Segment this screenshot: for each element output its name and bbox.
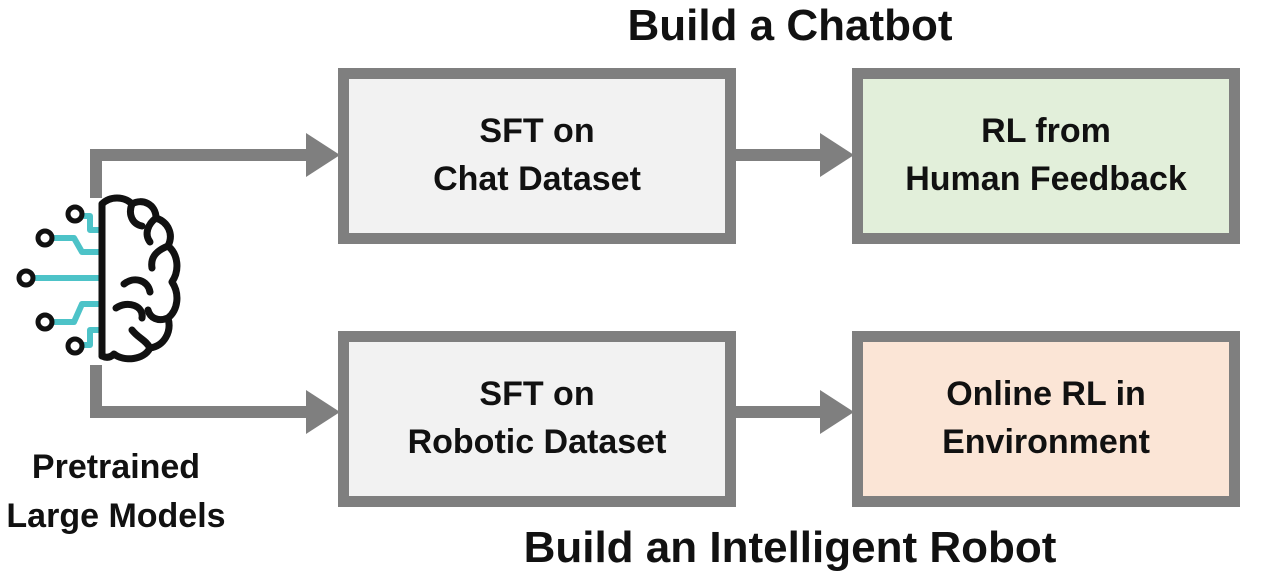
- sft-robot-line2: Robotic Dataset: [407, 423, 667, 461]
- sft-chat-line2: Chat Dataset: [433, 160, 641, 198]
- sft-robot-line1: SFT on: [479, 375, 595, 414]
- arrowhead-sft-chat: [306, 133, 340, 177]
- online-rl-environment-box: Online RL in Environment: [852, 331, 1240, 507]
- arrow-to-sft-chat-line: [90, 149, 312, 198]
- chatbot-title: Build a Chatbot: [627, 1, 953, 50]
- sft-chat-line1: SFT on: [479, 112, 595, 151]
- arrow-to-sft-robot-line: [90, 365, 312, 418]
- brain-circuit-icon: [16, 194, 181, 363]
- rlhf-line2: Human Feedback: [905, 160, 1187, 198]
- caption-line1: Pretrained: [31, 448, 201, 486]
- online-rl-line2: Environment: [942, 423, 1150, 461]
- online-rl-line1: Online RL in: [946, 375, 1146, 414]
- pretrained-models-caption: Pretrained Large Models: [0, 443, 232, 542]
- rl-human-feedback-box: RL from Human Feedback: [852, 68, 1240, 244]
- arrowhead-rlhf: [820, 133, 854, 177]
- arrowhead-sft-robot: [306, 390, 340, 434]
- robot-title: Build an Intelligent Robot: [523, 523, 1057, 572]
- sft-chat-dataset-box: SFT on Chat Dataset: [338, 68, 736, 244]
- sft-robotic-dataset-box: SFT on Robotic Dataset: [338, 331, 736, 507]
- rlhf-line1: RL from: [981, 112, 1111, 151]
- arrowhead-online-rl: [820, 390, 854, 434]
- caption-line2: Large Models: [6, 497, 226, 536]
